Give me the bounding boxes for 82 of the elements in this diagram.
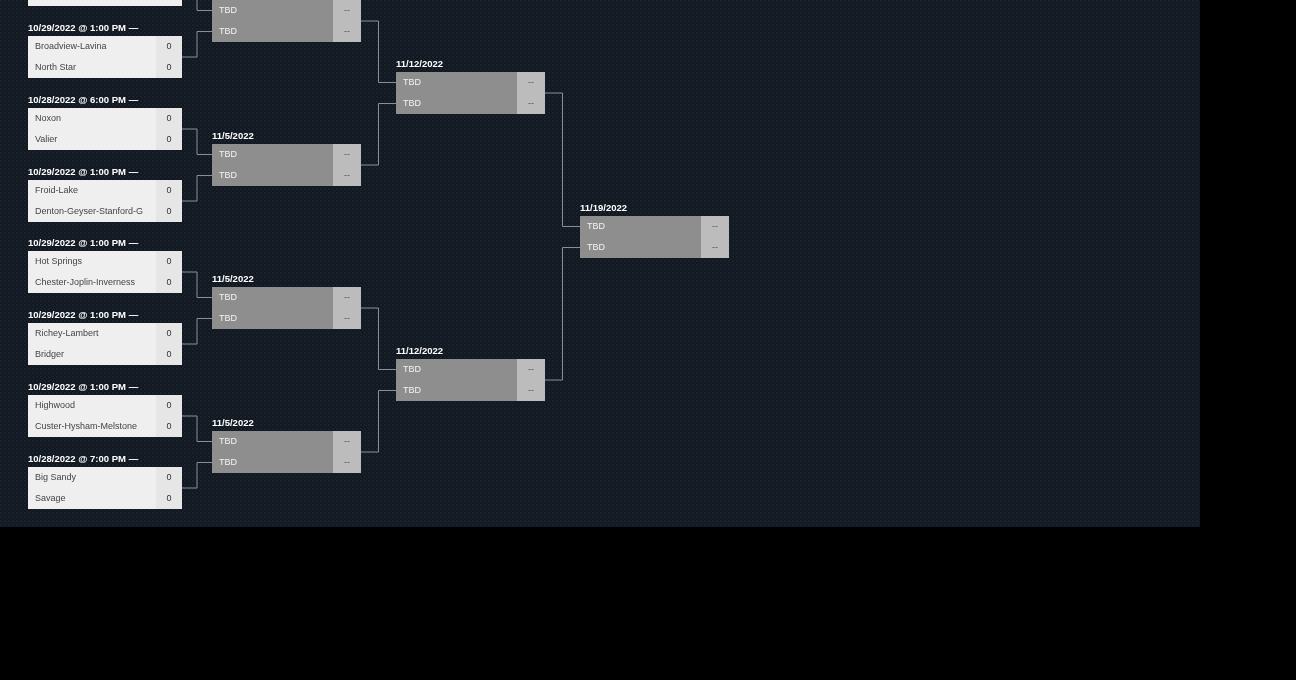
team-name: TBD xyxy=(402,97,422,110)
bracket-line xyxy=(181,31,213,58)
score: -- xyxy=(701,216,729,237)
score: -- xyxy=(333,0,361,21)
bracket-line xyxy=(181,462,213,489)
score: 0 xyxy=(156,344,182,365)
team-name: TBD xyxy=(218,25,238,38)
score: 0 xyxy=(156,251,182,272)
score: 0 xyxy=(156,272,182,293)
score: -- xyxy=(517,72,545,93)
score: 0 xyxy=(156,57,182,78)
team-name: Big Sandy xyxy=(34,471,78,484)
game-date: 10/29/2022 @ 1:00 PM — xyxy=(28,237,139,249)
score: -- xyxy=(333,308,361,329)
team-name: Richey-Lambert xyxy=(34,327,100,340)
team-name: Highwood xyxy=(34,399,77,412)
score: 0 xyxy=(156,36,182,57)
bracket-line xyxy=(360,307,397,370)
team-name: Bridger xyxy=(34,348,65,361)
game-date: 10/28/2022 @ 6:00 PM — xyxy=(28,94,139,106)
bracket-line xyxy=(544,92,581,227)
bracket-line xyxy=(181,318,213,345)
score: 0 xyxy=(156,467,182,488)
score: 0 xyxy=(156,201,182,222)
team-name: TBD xyxy=(218,456,238,469)
game-date: 11/12/2022 xyxy=(396,345,444,357)
bracket-line xyxy=(360,103,397,166)
score: 0 xyxy=(156,488,182,509)
team-name: TBD xyxy=(218,291,238,304)
bracket-line xyxy=(181,415,213,442)
score: -- xyxy=(333,431,361,452)
game-date: 11/12/2022 xyxy=(396,58,444,70)
score: -- xyxy=(517,380,545,401)
game-date: 11/19/2022 xyxy=(580,202,628,214)
team-name: TBD xyxy=(218,4,238,17)
game-date: 10/29/2022 @ 1:00 PM — xyxy=(28,309,139,321)
game-date: 11/5/2022 xyxy=(212,273,254,285)
score: -- xyxy=(333,452,361,473)
team-name: Chester-Joplin-Inverness xyxy=(34,276,137,289)
team-name: TBD xyxy=(218,169,238,182)
score: -- xyxy=(333,144,361,165)
team-name: TBD xyxy=(218,435,238,448)
score: 0 xyxy=(156,108,182,129)
game-date: 11/5/2022 xyxy=(212,130,254,142)
team-name: Custer-Hysham-Melstone xyxy=(34,420,139,433)
team-name: Froid-Lake xyxy=(34,184,80,197)
team-name: North Star xyxy=(34,61,77,74)
team-name: Valier xyxy=(34,133,59,146)
score: 0 xyxy=(156,395,182,416)
score: 0 xyxy=(156,416,182,437)
team-name: Savage xyxy=(34,492,67,505)
team-name: TBD xyxy=(586,241,606,254)
team-name: Denton-Geyser-Stanford-G xyxy=(34,205,145,218)
bracket-line xyxy=(544,247,581,381)
bracket-line xyxy=(181,271,213,298)
bracket-line xyxy=(360,390,397,453)
game-date: 10/29/2022 @ 1:00 PM — xyxy=(28,22,139,34)
bracket-line xyxy=(181,175,213,202)
game-date: 10/29/2022 @ 1:00 PM — xyxy=(28,381,139,393)
team-name: Hot Springs xyxy=(34,255,84,268)
team-name: TBD xyxy=(402,363,422,376)
score: -- xyxy=(333,165,361,186)
game-date: 10/28/2022 @ 7:00 PM — xyxy=(28,453,139,465)
team-name: TBD xyxy=(218,148,238,161)
game-date: 11/5/2022 xyxy=(212,417,254,429)
bracket-line xyxy=(181,128,213,155)
team-name: TBD xyxy=(402,384,422,397)
team-name: Broadview-Lavina xyxy=(34,40,108,53)
score: 0 xyxy=(156,129,182,150)
score: -- xyxy=(701,237,729,258)
score: -- xyxy=(517,359,545,380)
score: 0 xyxy=(156,180,182,201)
score: 0 xyxy=(156,323,182,344)
score: -- xyxy=(333,21,361,42)
team-name: Noxon xyxy=(34,112,62,125)
score: -- xyxy=(517,93,545,114)
bracket-line xyxy=(360,20,397,83)
game-date: 10/29/2022 @ 1:00 PM — xyxy=(28,166,139,178)
team-name: TBD xyxy=(218,312,238,325)
team-name: TBD xyxy=(402,76,422,89)
score: -- xyxy=(333,287,361,308)
team-name: TBD xyxy=(586,220,606,233)
